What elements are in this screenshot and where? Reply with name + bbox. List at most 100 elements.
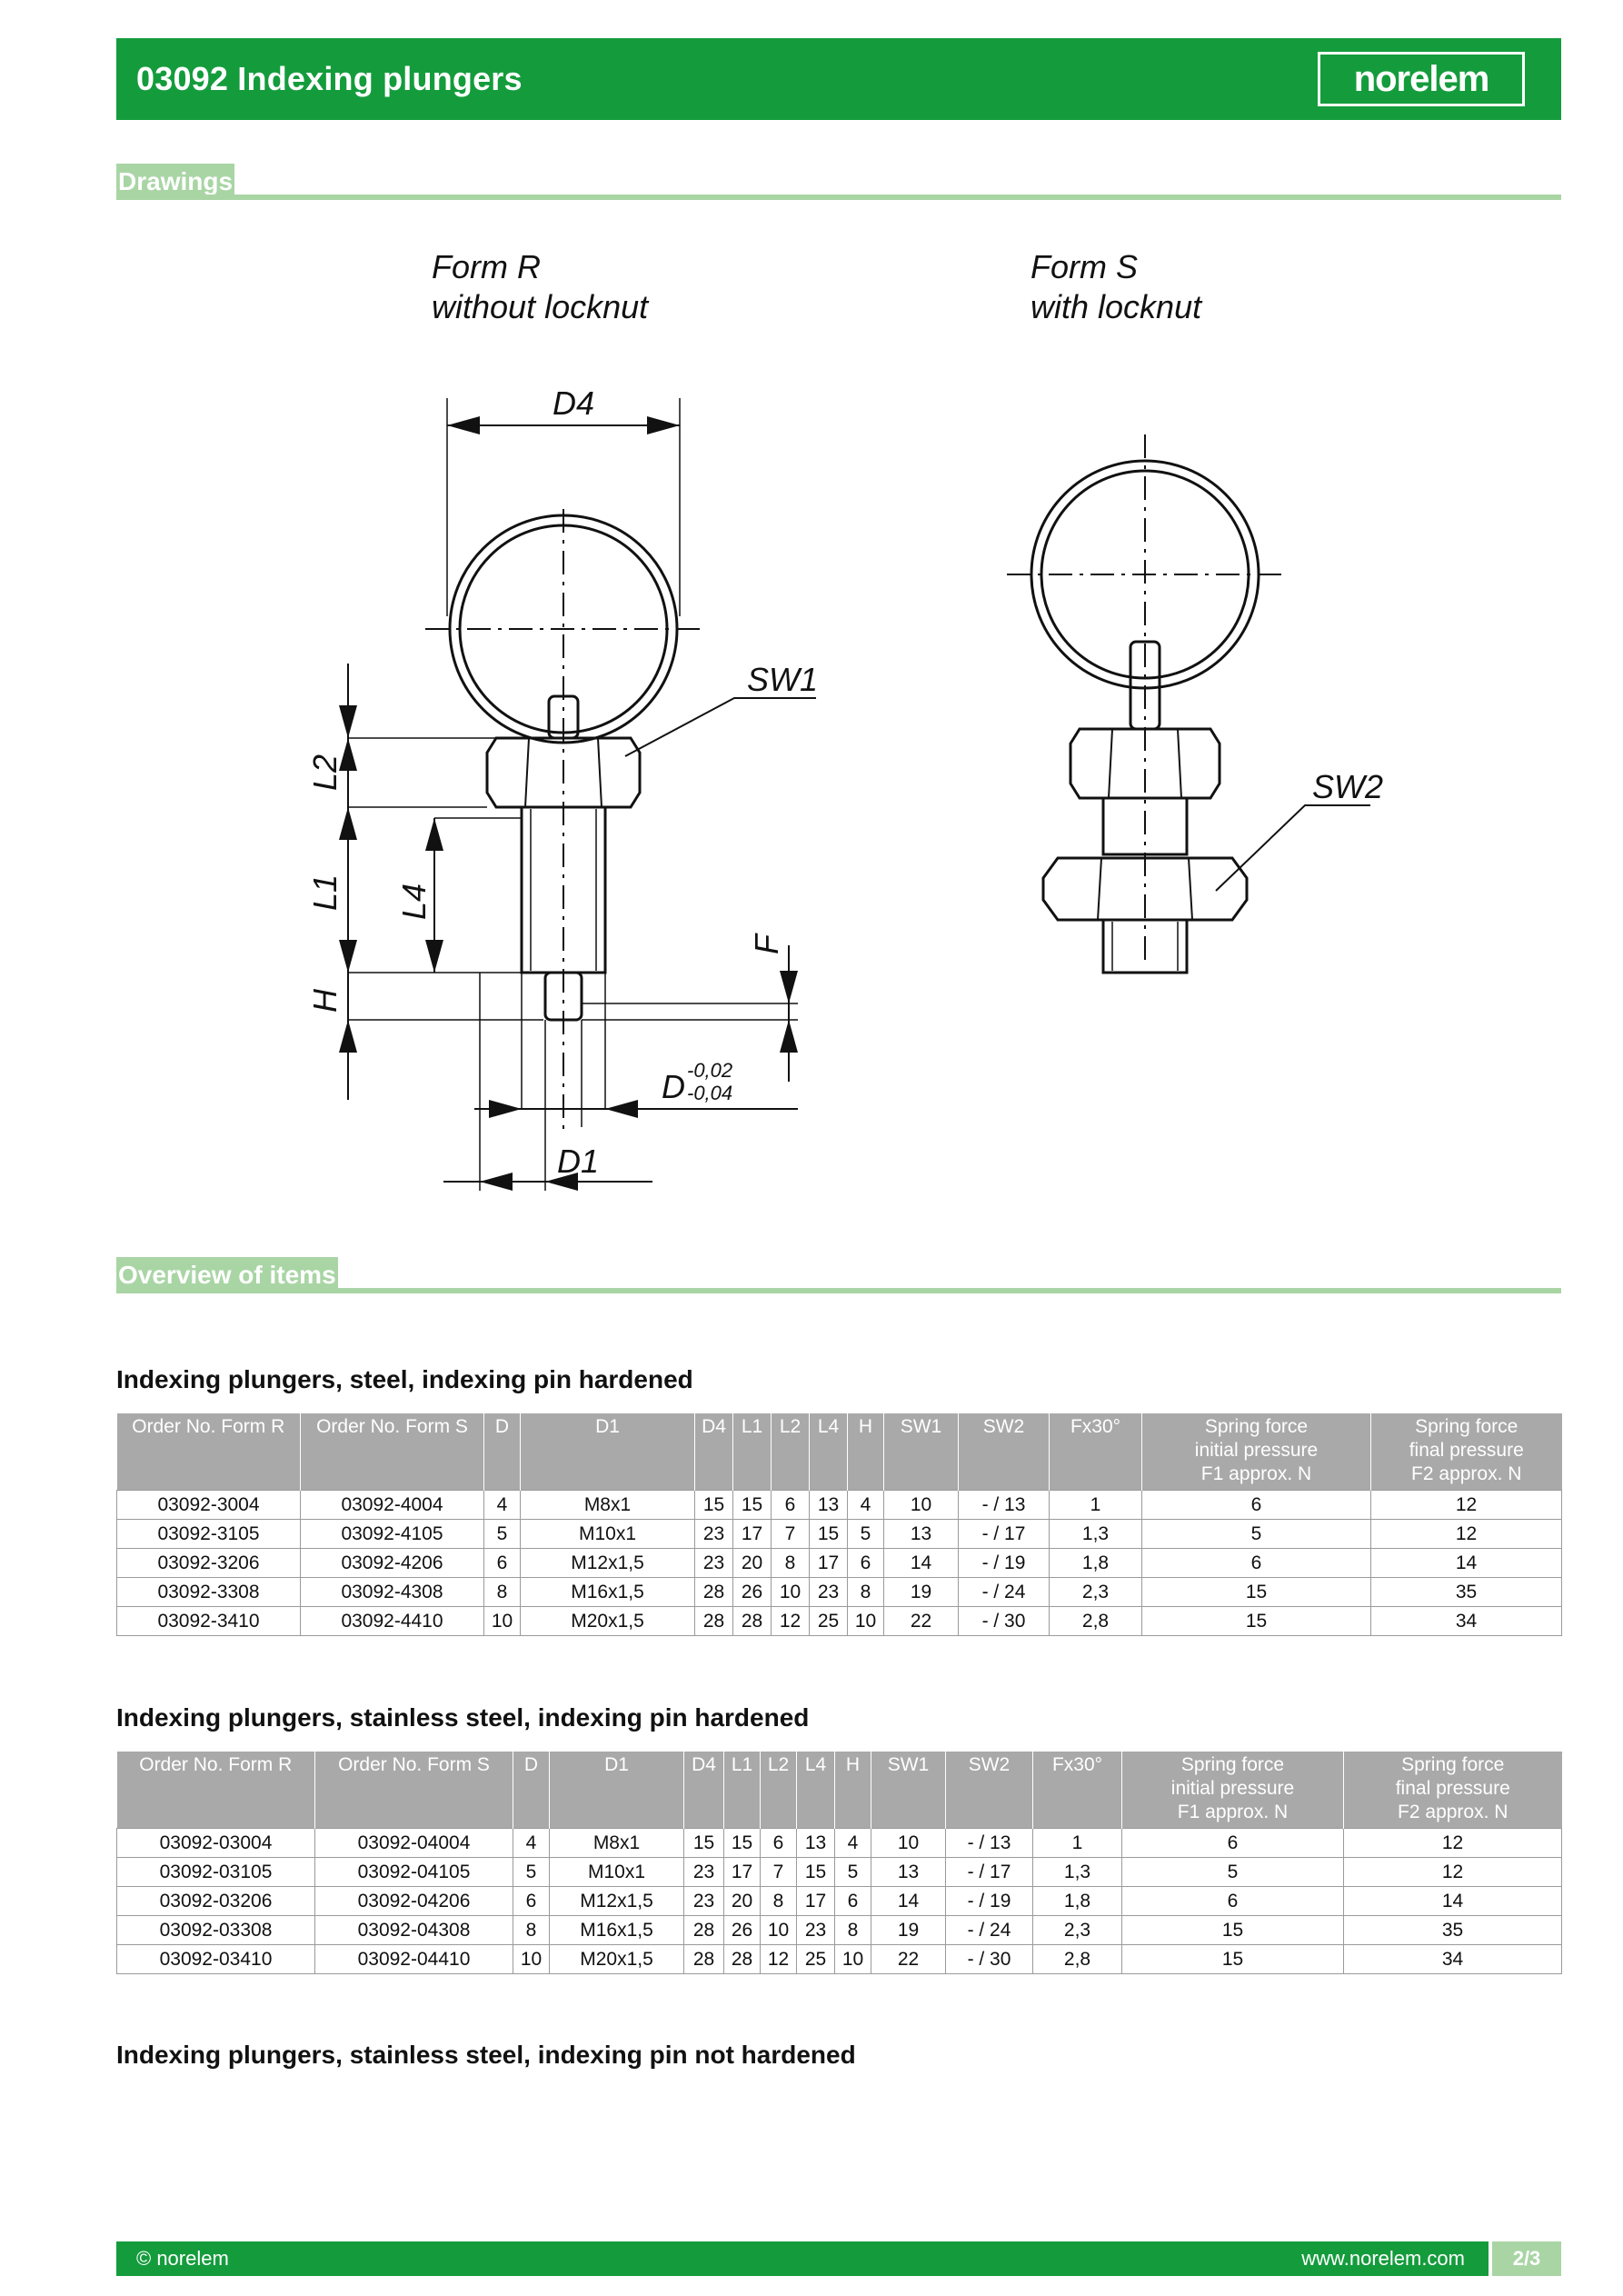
table-cell: - / 30 — [945, 1944, 1033, 1974]
table-cell: 6 — [1141, 1490, 1371, 1520]
table-cell: 22 — [871, 1944, 946, 1974]
overview-section-tab: Overview of items — [116, 1257, 338, 1293]
header-line: F2 approx. N — [1411, 1463, 1522, 1484]
col-header-spring-initial: Spring force initial pressure F1 approx.… — [1121, 1752, 1344, 1829]
table-cell: 03092-03410 — [116, 1944, 315, 1974]
table-title-steel-hardened: Indexing plungers, steel, indexing pin h… — [116, 1365, 693, 1393]
table-title-stainless-hardened: Indexing plungers, stainless steel, inde… — [116, 1703, 810, 1732]
table-cell: 19 — [883, 1577, 959, 1607]
table-cell: 6 — [513, 1886, 550, 1916]
form-s-title: Form S — [1031, 248, 1138, 285]
dim-label-sw2: SW2 — [1312, 768, 1383, 805]
table-cell: 03092-4004 — [300, 1490, 484, 1520]
col-header-l1: L1 — [723, 1752, 761, 1829]
header-line: Spring force — [1204, 1416, 1309, 1437]
table-cell: 12 — [771, 1606, 810, 1636]
table-cell: 15 — [1121, 1915, 1344, 1945]
table-cell: 15 — [1121, 1944, 1344, 1974]
dim-label-h: H — [306, 988, 344, 1013]
table-cell: 28 — [683, 1944, 724, 1974]
table-cell: 13 — [883, 1519, 959, 1549]
table-cell: 12 — [1370, 1490, 1562, 1520]
col-header-spring-final: Spring force final pressure F2 approx. N — [1370, 1413, 1562, 1491]
table-cell: 8 — [760, 1886, 797, 1916]
table-cell: 23 — [796, 1915, 835, 1945]
table-cell: - / 19 — [945, 1886, 1033, 1916]
col-header-order-form-r: Order No. Form R — [116, 1752, 315, 1829]
table-cell: 13 — [796, 1828, 835, 1858]
dim-label-l1: L1 — [306, 874, 344, 911]
footer-right: www.norelem.com 2/3 — [1301, 2241, 1561, 2276]
table-cell: 23 — [694, 1548, 733, 1578]
table-cell: - / 19 — [958, 1548, 1050, 1578]
form-s-locknut — [1041, 856, 1249, 922]
col-header-sw2: SW2 — [958, 1413, 1050, 1491]
table-cell: 5 — [1141, 1519, 1371, 1549]
dim-label-d4: D4 — [553, 384, 594, 422]
dim-label-l2: L2 — [306, 754, 344, 791]
table-cell: 2,8 — [1032, 1944, 1122, 1974]
table-cell: 23 — [809, 1577, 848, 1607]
table-cell: 6 — [771, 1490, 810, 1520]
logo-text: norelem — [1353, 58, 1490, 99]
header-line: Spring force — [1180, 1754, 1285, 1775]
dim-tolerance-lower: -0,04 — [687, 1082, 732, 1104]
table-cell: 15 — [1141, 1606, 1371, 1636]
table-cell: 03092-03206 — [116, 1886, 315, 1916]
header-line: final pressure — [1395, 1778, 1510, 1799]
col-header-d4: D4 — [694, 1413, 733, 1491]
drawings-section-tab: Drawings — [116, 164, 235, 200]
table-cell: 15 — [683, 1828, 724, 1858]
table-cell: 6 — [1121, 1828, 1344, 1858]
table-cell: 2,8 — [1049, 1606, 1142, 1636]
header-line: F1 approx. N — [1177, 1802, 1289, 1822]
table-cell: 17 — [809, 1548, 848, 1578]
table-cell: 6 — [847, 1548, 884, 1578]
form-s-subtitle: with locknut — [1031, 288, 1203, 325]
table-cell: 6 — [483, 1548, 521, 1578]
overview-section-header: Overview of items — [116, 1257, 1561, 1293]
table-cell: 03092-03105 — [116, 1857, 315, 1887]
table-cell: 03092-4206 — [300, 1548, 484, 1578]
table-cell: 13 — [809, 1490, 848, 1520]
table-cell: 15 — [694, 1490, 733, 1520]
table-cell: 8 — [513, 1915, 550, 1945]
table-cell: 03092-3004 — [116, 1490, 301, 1520]
col-header-d: D — [483, 1413, 521, 1491]
table-cell: 10 — [871, 1828, 946, 1858]
col-header-spring-final: Spring force final pressure F2 approx. N — [1343, 1752, 1562, 1829]
table-cell: 28 — [694, 1606, 733, 1636]
header-line: initial pressure — [1170, 1778, 1295, 1799]
table-cell: 10 — [883, 1490, 959, 1520]
header-line: Spring force — [1415, 1416, 1518, 1437]
table-cell: 03092-3308 — [116, 1577, 301, 1607]
table-cell: 15 — [1141, 1577, 1371, 1607]
table-cell: M12x1,5 — [520, 1548, 695, 1578]
header-line: initial pressure — [1194, 1440, 1319, 1461]
table-cell: 12 — [760, 1944, 797, 1974]
col-header-sw1: SW1 — [883, 1413, 959, 1491]
table-cell: M16x1,5 — [520, 1577, 695, 1607]
table-cell: 03092-3105 — [116, 1519, 301, 1549]
header-bar: 03092 Indexing plungers norelem — [116, 38, 1561, 120]
table-cell: 1 — [1032, 1828, 1122, 1858]
dim-tolerance-upper: -0,02 — [687, 1059, 732, 1082]
footer-website-link[interactable]: www.norelem.com — [1301, 2247, 1465, 2270]
col-header-l1: L1 — [732, 1413, 772, 1491]
table-cell: 5 — [1121, 1857, 1344, 1887]
section-divider — [116, 1288, 1561, 1293]
table-cell: 03092-4308 — [300, 1577, 484, 1607]
table-cell: 03092-03004 — [116, 1828, 315, 1858]
table-cell: 14 — [871, 1886, 946, 1916]
col-header-l2: L2 — [771, 1413, 810, 1491]
table-cell: 03092-04105 — [314, 1857, 513, 1887]
table-cell: 03092-4410 — [300, 1606, 484, 1636]
table-cell: 20 — [723, 1886, 761, 1916]
table-cell: 23 — [683, 1886, 724, 1916]
col-header-h: H — [834, 1752, 871, 1829]
table-cell: M20x1,5 — [549, 1944, 684, 1974]
table-cell: 1 — [1049, 1490, 1142, 1520]
col-header-d4: D4 — [683, 1752, 724, 1829]
